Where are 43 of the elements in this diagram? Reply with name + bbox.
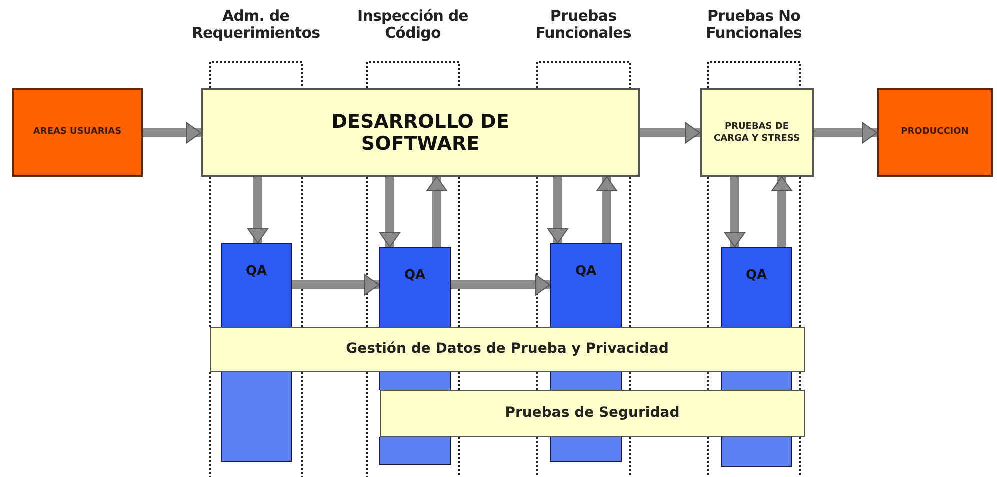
box-text: QA xyxy=(246,263,268,281)
qa-column-segment xyxy=(550,372,622,390)
column-heading: Pruebas Funcionales xyxy=(534,8,632,42)
column-heading: Inspección de Código xyxy=(356,8,470,42)
box-text: AREAS USUARIAS xyxy=(33,127,122,138)
box-text: QA xyxy=(575,263,597,281)
activity-band xyxy=(210,327,805,372)
box-text: QA xyxy=(404,267,426,285)
arrow xyxy=(548,177,568,244)
qa-column xyxy=(379,247,451,327)
qa-column-segment xyxy=(721,437,792,467)
arrow xyxy=(772,176,792,247)
qa-column xyxy=(221,243,292,327)
qa-column-segment xyxy=(550,437,622,462)
arrow xyxy=(143,122,202,144)
arrow xyxy=(292,274,380,296)
process-box xyxy=(877,88,993,177)
process-box xyxy=(12,88,143,177)
arrow xyxy=(814,122,878,144)
qa-column-segment xyxy=(721,372,792,390)
process-box xyxy=(201,88,640,177)
arrow xyxy=(380,177,400,248)
box-text: Pruebas de Seguridad xyxy=(505,404,680,423)
column-heading: Adm. de Requerimientos xyxy=(190,8,322,42)
arrow xyxy=(596,176,618,243)
box-text: PRUEBAS DE CARGA Y STRESS xyxy=(713,120,801,144)
qa-column xyxy=(550,243,622,327)
activity-band xyxy=(380,390,805,437)
arrow xyxy=(724,177,746,248)
arrow xyxy=(248,177,268,244)
box-text: Gestión de Datos de Prueba y Privacidad xyxy=(346,340,669,359)
arrow xyxy=(426,176,448,247)
process-box xyxy=(700,88,814,177)
qa-column-segment xyxy=(221,372,292,462)
qa-column-segment xyxy=(379,437,451,465)
box-text: PRODUCCION xyxy=(901,127,969,138)
arrow xyxy=(640,122,700,144)
box-text: DESARROLLO DE SOFTWARE xyxy=(330,110,510,154)
box-text: QA xyxy=(746,267,768,285)
qa-column xyxy=(721,247,792,327)
qa-column-segment xyxy=(379,372,451,390)
arrow xyxy=(451,274,550,296)
column-heading: Pruebas No Funcionales xyxy=(705,8,803,42)
